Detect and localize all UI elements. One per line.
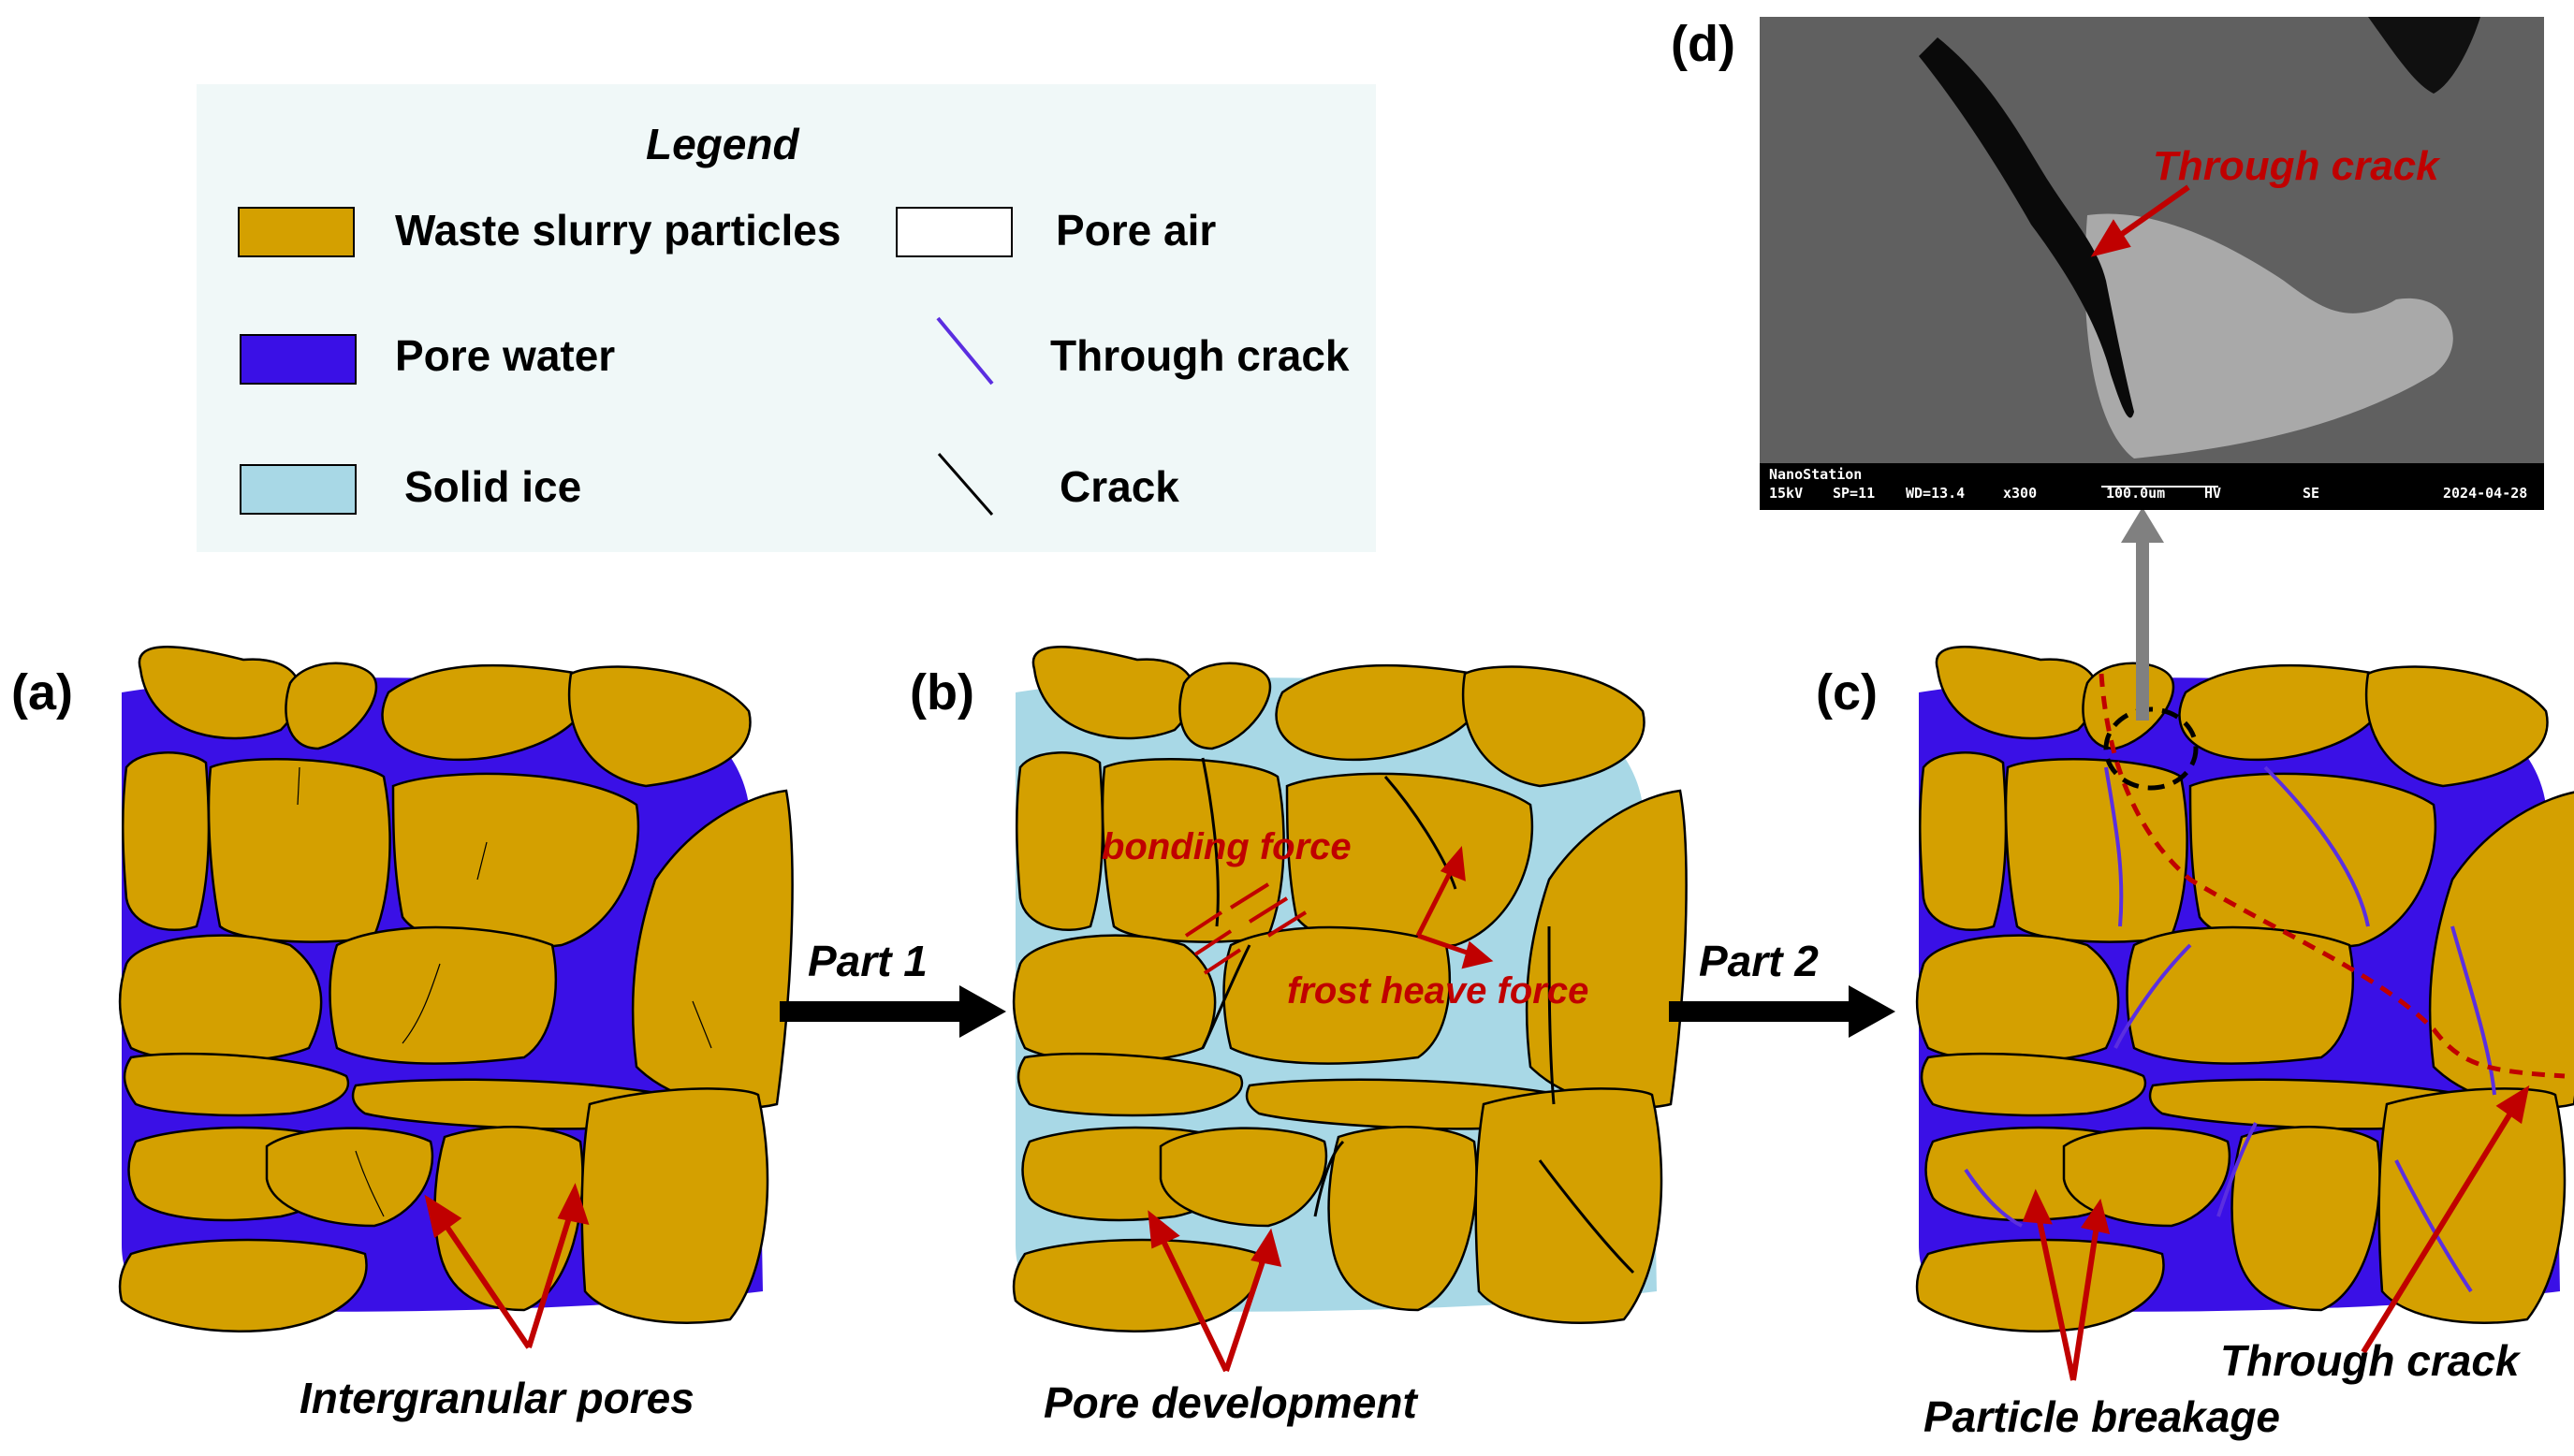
panel-c: (c) bbox=[1816, 646, 2574, 1441]
particle-breakage-label: Particle breakage bbox=[1923, 1392, 2280, 1441]
legend-label-through-crack: Through crack bbox=[1050, 331, 1350, 380]
panel-a: (a) Intergranular pores bbox=[11, 646, 794, 1422]
part2-arrow: Part 2 bbox=[1669, 937, 1895, 1038]
part1-arrow: Part 1 bbox=[780, 937, 1006, 1038]
part1-label: Part 1 bbox=[808, 937, 928, 985]
panel-c-through-crack-path bbox=[2099, 673, 2566, 1079]
panel-b-pore-arrows bbox=[1148, 1210, 1282, 1373]
sem-kv: 15kV bbox=[1769, 485, 1803, 502]
part2-label: Part 2 bbox=[1699, 937, 1819, 985]
legend-background bbox=[197, 84, 1376, 552]
legend-swatch-solid-ice bbox=[240, 464, 357, 515]
legend-swatch-through-crack bbox=[936, 316, 994, 386]
sem-sp: SP=11 bbox=[1833, 485, 1875, 502]
sem-date: 2024-04-28 bbox=[2443, 485, 2527, 502]
legend-label-pore-air: Pore air bbox=[1056, 206, 1216, 255]
legend: Legend Waste slurry particles Pore air P… bbox=[197, 84, 1376, 552]
panel-d: (d) NanoStation 15kV SP=11 WD=13.4 x300 … bbox=[1671, 16, 2544, 510]
bonding-force-label: bonding force bbox=[1102, 826, 1352, 867]
legend-label-solid-ice: Solid ice bbox=[404, 462, 581, 511]
panel-d-label: (d) bbox=[1671, 16, 1735, 72]
panel-b-frost-heave-arrows bbox=[1415, 845, 1494, 969]
sem-se: SE bbox=[2303, 485, 2319, 502]
panel-c-through-cracks bbox=[1964, 765, 2496, 1293]
panel-c-label: (c) bbox=[1816, 664, 1878, 721]
legend-label-waste-slurry: Waste slurry particles bbox=[395, 206, 841, 255]
sem-crack-arrow bbox=[2090, 184, 2190, 257]
panel-c-highlight-ellipse bbox=[2103, 706, 2199, 791]
intergranular-pores-label: Intergranular pores bbox=[300, 1374, 695, 1422]
legend-swatch-pore-water bbox=[240, 334, 357, 385]
panel-a-pore-arrows bbox=[424, 1183, 590, 1349]
panel-b-cracks bbox=[1201, 757, 1635, 1274]
panel-a-cracks bbox=[297, 766, 712, 1217]
through-crack-label-c: Through crack bbox=[2220, 1336, 2522, 1385]
panel-b-label: (b) bbox=[910, 664, 974, 721]
legend-title: Legend bbox=[646, 120, 799, 168]
panel-c-breakage-arrows bbox=[2022, 1085, 2530, 1381]
sem-connector-arrow bbox=[2121, 507, 2164, 721]
sem-crack-dark bbox=[1919, 37, 2134, 418]
legend-swatch-crack bbox=[937, 453, 994, 516]
panel-b: (b) bbox=[910, 646, 1688, 1427]
sem-bright-region bbox=[2084, 213, 2453, 459]
pore-development-label: Pore development bbox=[1044, 1378, 1418, 1427]
legend-label-crack: Crack bbox=[1060, 462, 1179, 511]
sem-scale: 100.0um bbox=[2106, 485, 2165, 502]
panel-a-label: (a) bbox=[11, 664, 73, 721]
sem-hv: HV bbox=[2204, 485, 2221, 502]
legend-label-pore-water: Pore water bbox=[395, 331, 615, 380]
frost-heave-force-label: frost heave force bbox=[1287, 970, 1588, 1012]
through-crack-label-d: Through crack bbox=[2153, 143, 2441, 189]
legend-swatch-waste-slurry bbox=[238, 207, 355, 257]
sem-brand: NanoStation bbox=[1769, 466, 1862, 483]
sem-mag: x300 bbox=[2003, 485, 2037, 502]
panel-b-bonding-arrows bbox=[1184, 882, 1308, 975]
legend-swatch-pore-air bbox=[896, 207, 1013, 257]
sem-wd: WD=13.4 bbox=[1906, 485, 1965, 502]
